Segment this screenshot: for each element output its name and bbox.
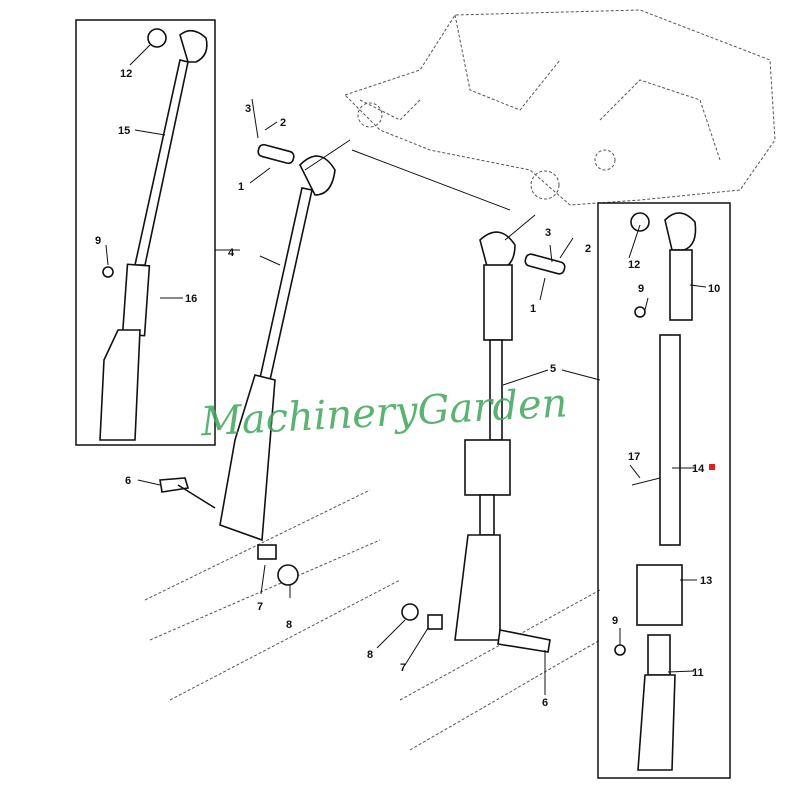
- callout-16: 16: [185, 293, 197, 305]
- callout-2: 2: [280, 117, 286, 129]
- callout-1: 1: [530, 303, 536, 315]
- callout-6: 6: [542, 697, 548, 709]
- callouts-left-link: 3 2 1 4 6 7 8: [125, 103, 292, 631]
- callout-17: 17: [628, 451, 640, 463]
- callout-6: 6: [125, 475, 131, 487]
- callout-7: 7: [400, 662, 406, 674]
- callout-4: 4: [228, 247, 235, 259]
- callout-9: 9: [638, 283, 644, 295]
- lower-link-frame: [144, 489, 601, 751]
- callout-8: 8: [286, 619, 292, 631]
- callout-5: 5: [550, 363, 556, 375]
- callout-14: 14: [692, 463, 705, 475]
- lift-link-right: [401, 214, 566, 653]
- rear-axle-housing: [344, 9, 776, 206]
- callout-9: 9: [612, 615, 618, 627]
- callout-7: 7: [257, 601, 263, 613]
- leader-lines: [105, 44, 707, 695]
- detail-box-right: [597, 202, 731, 779]
- callout-11: 11: [692, 667, 704, 679]
- callout-2: 2: [585, 243, 591, 255]
- callout-13: 13: [700, 575, 712, 587]
- callout-12: 12: [628, 259, 640, 271]
- callout-9: 9: [95, 235, 101, 247]
- lift-rod-detail-left: [99, 28, 208, 441]
- lift-link-left: [159, 139, 511, 586]
- callout-1: 1: [238, 181, 244, 193]
- callout-3: 3: [245, 103, 251, 115]
- detail-box-left: [75, 19, 216, 446]
- callouts-right-box: 12 10 9 17 14 13 9 11: [612, 259, 720, 679]
- callout-12: 12: [120, 68, 132, 80]
- red-marker: [709, 464, 715, 470]
- callout-15: 15: [118, 125, 130, 137]
- lift-rod-detail-right: [614, 212, 715, 771]
- callouts-right-link: 3 2 1 5 8 7 6: [367, 227, 591, 709]
- callout-10: 10: [708, 283, 720, 295]
- callout-3: 3: [545, 227, 551, 239]
- callout-8: 8: [367, 649, 373, 661]
- callouts-left-box: 12 15 9 16: [95, 68, 197, 305]
